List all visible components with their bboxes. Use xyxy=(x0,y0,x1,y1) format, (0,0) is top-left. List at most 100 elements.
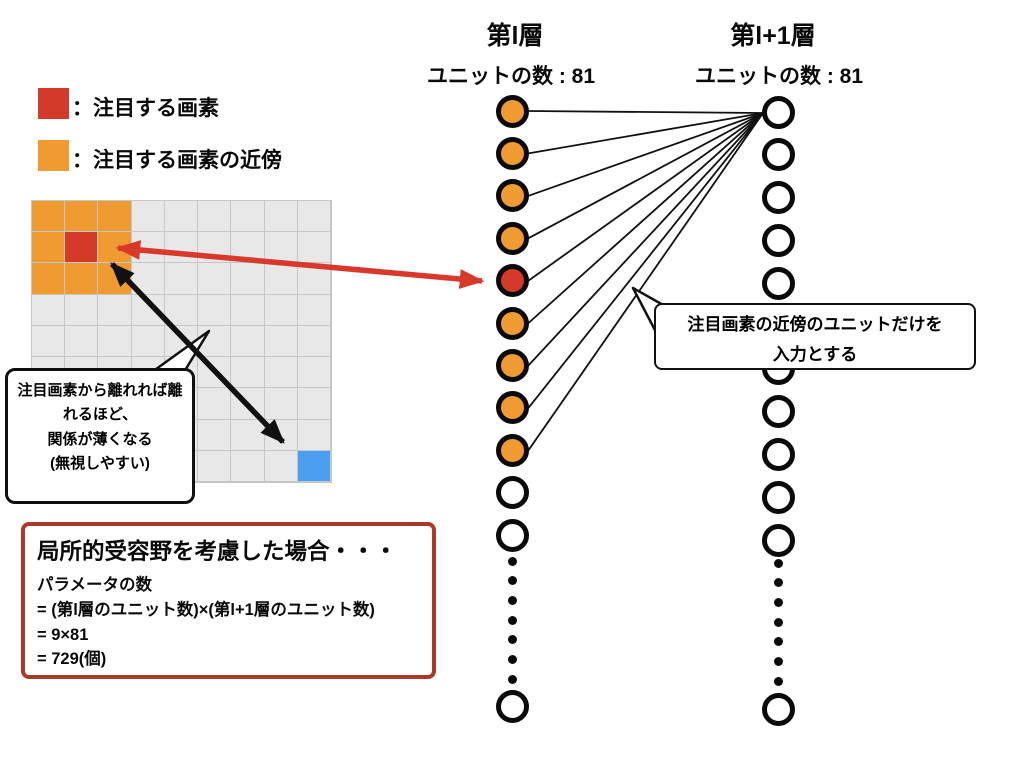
grid-cell xyxy=(297,201,331,233)
ellipsis-dot xyxy=(773,617,783,627)
neighbor-pixel-swatch xyxy=(38,140,69,171)
grid-cell xyxy=(231,357,265,389)
grid-cell xyxy=(131,325,165,358)
unit-circle-left xyxy=(495,221,529,255)
ellipsis-dot xyxy=(507,556,517,566)
grid-cell xyxy=(32,294,66,326)
unit-circle-right xyxy=(761,523,795,557)
grid-cell xyxy=(198,357,232,389)
text-line: = (第l層のユニット数)×(第l+1層のユニット数) xyxy=(37,600,375,619)
text-line: 注目画素の近傍のユニットだけを xyxy=(687,315,943,334)
text-line: 注目画素から離れれば離 xyxy=(17,382,183,399)
fan-line xyxy=(528,112,764,155)
grid-cell xyxy=(198,419,232,451)
text-line: (無視しやすい) xyxy=(50,454,150,472)
ellipsis-dot xyxy=(507,595,517,605)
layer-right-unit-count: ユニットの数 : 81 xyxy=(694,65,864,88)
grid-cell xyxy=(297,232,331,264)
fan-line xyxy=(527,112,764,451)
grid-cell xyxy=(198,325,232,358)
grid-cell xyxy=(164,263,199,295)
text-line: パラメータの数 xyxy=(37,576,153,594)
receptive-field-connections xyxy=(527,110,764,451)
grid-cell xyxy=(98,201,132,233)
grid-cell xyxy=(297,388,331,420)
text-line: = 729(個) xyxy=(37,650,107,669)
parameter-box: 局所的受容野を考慮した場合・・・ パラメータの数 = (第l層のユニット数)×(第… xyxy=(21,522,436,679)
grid-cell xyxy=(32,201,66,233)
grid-cell xyxy=(198,450,232,482)
grid-cell xyxy=(164,232,199,264)
grid-cell xyxy=(198,232,232,264)
grid-cell xyxy=(264,294,298,326)
ellipsis-dot xyxy=(773,578,783,588)
grid-cell xyxy=(264,419,298,451)
grid-cell xyxy=(198,263,232,295)
grid-cell xyxy=(231,388,265,420)
grid-cell xyxy=(131,232,165,264)
unit-circle-right xyxy=(761,138,795,172)
fan-line xyxy=(527,112,764,324)
grid-cell xyxy=(264,325,298,358)
grid-cell xyxy=(198,201,232,233)
grid-cell xyxy=(65,325,99,358)
grid-cell xyxy=(264,450,298,482)
grid-cell xyxy=(65,294,99,326)
ellipsis-dot xyxy=(773,637,783,647)
unit-circle-right xyxy=(761,395,795,429)
unit-circle-right xyxy=(761,480,795,514)
layer-left-title: 第l層 xyxy=(486,22,544,50)
ellipsis-dot xyxy=(507,635,517,645)
unit-circle-right xyxy=(761,692,795,726)
ellipsis-dot xyxy=(773,656,783,666)
grid-cell xyxy=(65,201,99,233)
layer-right-title: 第l+1層 xyxy=(730,22,816,50)
grid-cell xyxy=(131,263,165,295)
grid-cell xyxy=(32,263,66,295)
fan-line xyxy=(528,112,764,197)
grid-cell xyxy=(231,232,265,264)
unit-circle-left xyxy=(495,94,529,128)
grid-cell xyxy=(231,294,265,326)
grid-cell xyxy=(297,325,331,358)
grid-cell xyxy=(32,325,66,358)
text-line: = 9×81 xyxy=(37,625,89,644)
speech-bubble: 注目画素から離れれば離れるほど、関係が薄くなる(無視しやすい) xyxy=(5,368,195,504)
grid-cell xyxy=(98,294,132,326)
grid-cell xyxy=(297,450,331,482)
neighbor-pixel-label: ：注目する画素の近傍 xyxy=(72,149,282,172)
ellipsis-dot xyxy=(507,576,517,586)
grid-cell xyxy=(264,263,298,295)
ellipsis-dot xyxy=(773,558,783,568)
unit-circle-left xyxy=(495,306,529,340)
grid-cell xyxy=(264,388,298,420)
focus-pixel-label: ：注目する画素 xyxy=(72,97,219,120)
text-line: れるほど、 xyxy=(62,406,138,424)
grid-cell xyxy=(231,450,265,482)
grid-cell xyxy=(65,232,99,264)
parameter-box-body: パラメータの数 = (第l層のユニット数)×(第l+1層のユニット数) = 9×81… xyxy=(37,573,432,672)
grid-cell xyxy=(98,325,132,358)
unit-circle-left xyxy=(495,136,529,170)
unit-circle-right xyxy=(761,95,795,129)
grid-cell xyxy=(98,232,132,264)
grid-cell xyxy=(297,419,331,451)
parameter-box-title: 局所的受容野を考慮した場合・・・ xyxy=(37,539,398,564)
fan-line xyxy=(528,112,764,239)
unit-circle-left xyxy=(495,476,529,510)
grid-cell xyxy=(98,263,132,295)
grid-cell xyxy=(297,263,331,295)
ellipsis-dot xyxy=(773,676,783,686)
unit-circle-right xyxy=(761,437,795,471)
unit-circle-right xyxy=(761,181,795,215)
unit-circle-left xyxy=(495,518,529,552)
grid-cell xyxy=(198,294,232,326)
ellipsis-dot xyxy=(507,654,517,664)
grid-cell xyxy=(32,232,66,264)
focus-pixel-swatch xyxy=(38,88,69,119)
unit-circle-left xyxy=(495,348,529,382)
ellipsis-dot xyxy=(773,597,783,607)
unit-circle-left xyxy=(495,264,529,298)
grid-cell xyxy=(264,232,298,264)
grid-cell xyxy=(231,201,265,233)
